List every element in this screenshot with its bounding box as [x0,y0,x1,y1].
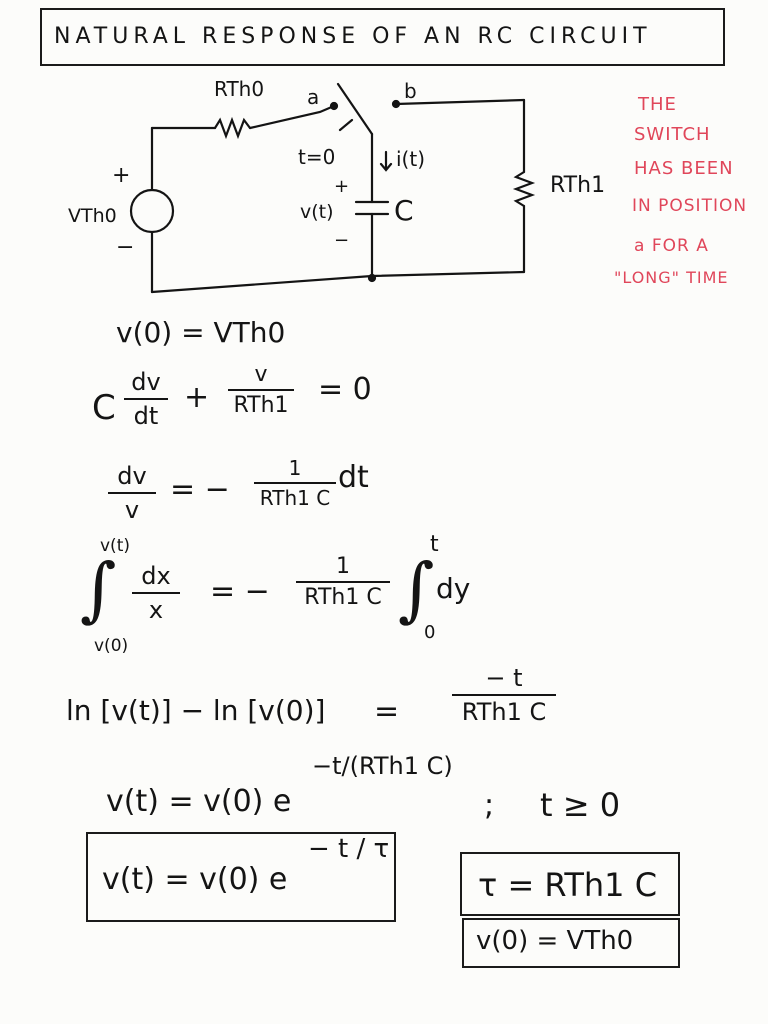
eq4-upper-limit-2: t [430,532,439,557]
label-rth0: RTh0 [214,77,264,101]
eq9-initial: v(0) = VTh0 [476,926,634,956]
eq3-frac-dvv: dv v [108,462,156,524]
label-cap-minus: − [334,230,349,251]
integral-sign-1: ∫ [80,548,117,630]
label-rth1: RTh1 [550,173,605,198]
label-vth0: VTh0 [68,205,117,227]
eq5-equals: = [374,694,400,729]
wire-top-mid [248,104,336,130]
page-title: NATURAL RESPONSE OF AN RC CIRCUIT [54,24,652,49]
wire-bottom-right [370,270,526,278]
switch-arrow [338,118,354,132]
eq4-lower-limit: v(0) [94,636,129,656]
eq2-frac-v-r: v RTh1 [228,362,294,418]
switch-blade [336,82,374,136]
rc-circuit-diagram: RTh0 a b t=0 i(t) + VTh0 − + v(t) − C RT… [68,77,605,294]
label-cap-voltage: v(t) [300,201,334,223]
label-capacitor: C [394,194,414,227]
eq6-exponent: −t/(RTh1 C) [312,752,453,780]
eq4-upper-limit: v(t) [100,536,130,556]
title-box: NATURAL RESPONSE OF AN RC CIRCUIT [40,8,725,66]
label-node-a: a [307,85,319,109]
eq3-frac-rc: 1 RTh1 C [254,456,336,510]
note-line-6: "LONG" TIME [614,268,729,287]
eq4-equals: = − [210,574,270,609]
node-a [329,101,339,111]
eq4-frac-rc: 1 RTh1 C [296,554,390,610]
current-arrow [379,150,393,172]
integral-sign-2: ∫ [398,548,435,630]
label-current: i(t) [396,147,425,171]
eq7-lhs: v(t) = v(0) e [102,862,288,897]
wire-top-right [394,98,526,106]
eq2-plus: + [184,380,210,415]
label-source-minus: − [116,235,134,260]
wire-bottom-left [150,274,374,294]
eq6-separator: ; [484,788,495,823]
eq6-lhs: v(t) = v(0) e [106,784,292,819]
tau-box [460,852,680,916]
note-line-5: a FOR A [634,236,709,256]
label-node-b: b [404,79,417,103]
voltage-source [129,188,175,234]
note-line-2: SWITCH [634,124,711,145]
label-switch-time: t=0 [298,145,335,169]
resistor-rth1 [512,170,536,208]
eq2-rhs: = 0 [318,372,372,407]
eq2-frac-dvdt: dv dt [124,368,168,430]
eq2-c: C [92,388,116,428]
eq7-exponent: − t / τ [308,834,390,864]
label-source-plus: + [112,163,130,188]
eq3-equals: = − [170,472,230,507]
eq3-dt: dt [338,460,369,495]
eq4-lower-limit-2: 0 [424,622,436,643]
eq-initial-voltage: v(0) = VTh0 [116,316,286,349]
result-box [86,832,396,922]
eq5-lhs: ln [v(t)] − ln [v(0)] [66,694,326,727]
label-cap-plus: + [334,176,349,197]
eq5-frac: − t RTh1 C [452,664,556,726]
note-line-1: THE [638,94,677,115]
initial-box [462,918,680,968]
eq4-frac-dxx: dx x [132,562,180,624]
eq8-tau: τ = RTh1 C [478,866,658,904]
note-line-3: HAS BEEN [634,158,734,179]
eq4-dy: dy [436,572,471,605]
eq6-condition: t ≥ 0 [540,786,621,824]
note-line-4: IN POSITION [632,196,748,216]
resistor-rth0 [213,116,252,140]
